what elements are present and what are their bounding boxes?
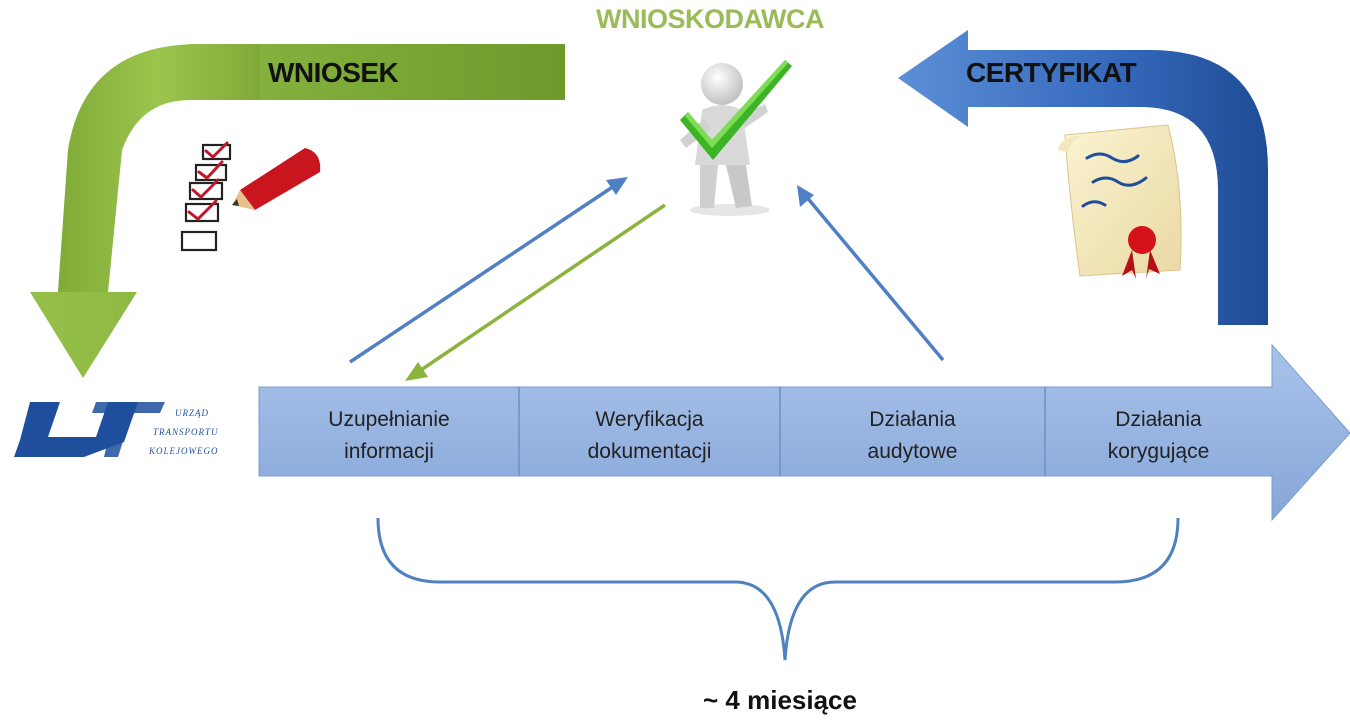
stage-3: Działania audytowe	[780, 396, 1045, 476]
checklist-icon	[172, 135, 322, 255]
certificate-icon	[1058, 124, 1182, 279]
logo-line-3: KOLEJOWEGO	[149, 446, 219, 456]
applicant-figure-icon	[680, 60, 792, 216]
stage-4: Działania korygujące	[1045, 396, 1272, 476]
logo-caption: URZĄD TRANSPORTU KOLEJOWEGO	[143, 404, 263, 461]
stage-3-line-1: Działania	[869, 408, 956, 431]
application-label: WNIOSEK	[268, 57, 399, 88]
stage-1: Uzupełnianie informacji	[259, 396, 519, 476]
logo-line-2: TRANSPORTU	[153, 427, 219, 437]
stage-2-line-2: dokumentacji	[587, 440, 712, 463]
process-band	[258, 343, 1350, 522]
stage-4-line-1: Działania	[1115, 408, 1202, 431]
flow-arrows	[349, 177, 945, 381]
certificate-label: CERTYFIKAT	[966, 57, 1137, 88]
application-arrow	[30, 44, 565, 378]
stage-1-line-2: informacji	[344, 440, 434, 463]
duration-brace	[376, 517, 1180, 661]
logo-line-1: URZĄD	[175, 408, 209, 418]
stage-3-line-2: audytowe	[867, 440, 958, 463]
stage-2: Weryfikacja dokumentacji	[519, 396, 780, 476]
stage-2-line-1: Weryfikacja	[595, 408, 704, 431]
stage-4-line-2: korygujące	[1107, 440, 1210, 463]
stage-1-line-1: Uzupełnianie	[328, 408, 450, 431]
duration-label: ~ 4 miesiące	[703, 685, 857, 715]
utk-logo-icon	[14, 402, 165, 457]
certificate-arrow	[898, 30, 1268, 325]
applicant-title: WNIOSKODAWCA	[596, 4, 824, 34]
